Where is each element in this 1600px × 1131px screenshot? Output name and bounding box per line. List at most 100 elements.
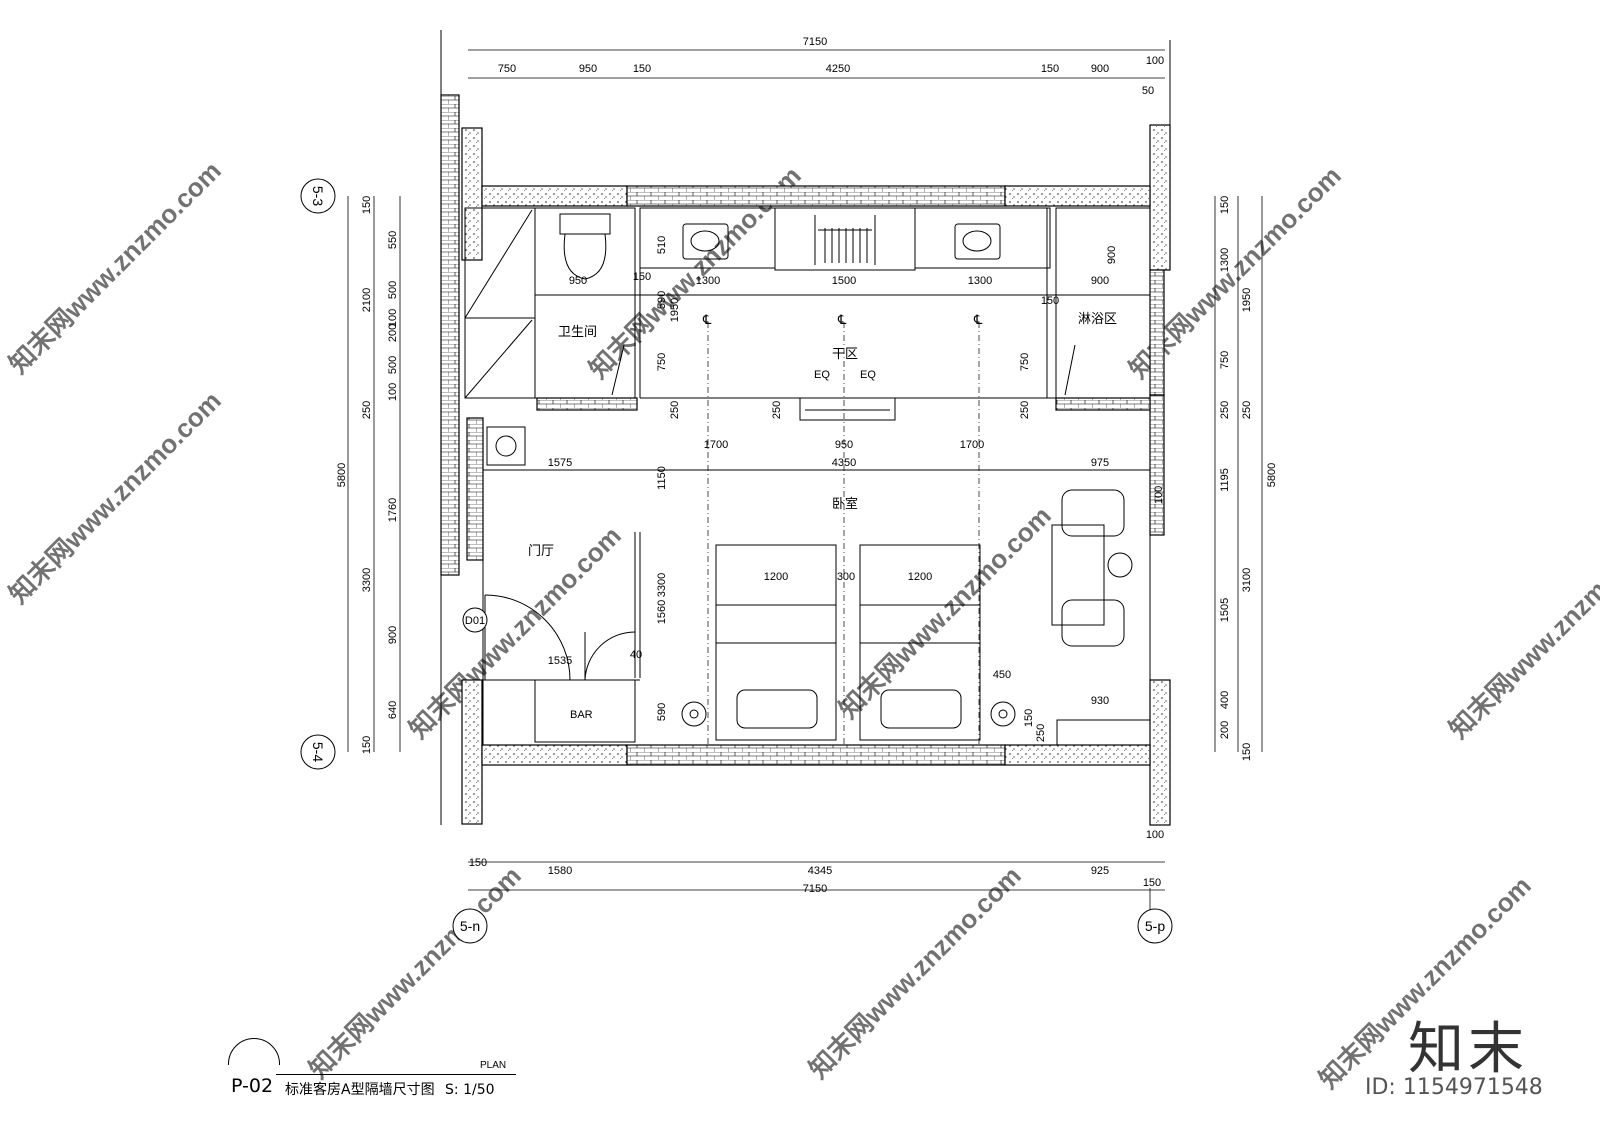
dim-inner: 590 — [656, 291, 668, 309]
dim-top: 4250 — [826, 63, 850, 75]
dim-inner: 1500 — [832, 275, 856, 287]
dim-inner: 250 — [1035, 724, 1047, 742]
dim-left-inner: 100 — [387, 383, 399, 401]
dim-inner: 510 — [656, 236, 668, 254]
dim-right-inner: 1300 — [1219, 248, 1231, 272]
dim-inner: 1700 — [704, 439, 728, 451]
dim-inner: 1300 — [968, 275, 992, 287]
dim-left-total: 5800 — [336, 463, 348, 487]
dim-inner: 1200 — [764, 571, 788, 583]
dimension-lines — [347, 49, 1263, 930]
dim-left: 150 — [361, 736, 373, 754]
tv-cabinet — [799, 397, 896, 421]
drawing-scale: S: 1/50 — [445, 1082, 495, 1098]
drawing-title: 标准客房A型隔墙尺寸图 S: 1/50 — [285, 1079, 495, 1099]
dim-bottom: 925 — [1091, 865, 1109, 877]
dim-inner: 1300 — [696, 275, 720, 287]
centerline-mark: ℄ — [702, 312, 712, 327]
grid-bubble-5-n: 5-n — [460, 918, 480, 934]
dim-right-inner: 1505 — [1219, 598, 1231, 622]
watermark-text: 知末网www.znzmo.com — [3, 155, 227, 379]
dim-inner: 1535 — [548, 655, 572, 667]
dim-left-inner: 500 — [387, 281, 399, 299]
title-block-plan: PLAN — [480, 1060, 507, 1071]
room-label-bar: BAR — [570, 709, 593, 721]
dim-inner: 750 — [1019, 353, 1031, 371]
room-label-foyer: 门厅 — [528, 543, 554, 558]
structure-walls — [440, 30, 1171, 826]
dim-inner: 3300 — [656, 573, 668, 597]
title-block: PLAN P-02 标准客房A型隔墙尺寸图 S: 1/50 — [228, 1038, 528, 1099]
dim-inner: 450 — [993, 669, 1011, 681]
grid-bubble-5-4: 5-4 — [310, 742, 326, 762]
dim-right-inner: 150 — [1219, 196, 1231, 214]
watermark-text: 知末网www.znzmo.com — [803, 860, 1027, 1084]
watermark-text: 知末网www.znzmo.com — [1443, 520, 1600, 744]
dim-bottom: 4345 — [808, 865, 832, 877]
toilet-icon — [559, 213, 611, 280]
dim-top-total: 7150 — [803, 36, 827, 48]
dim-inner: 1150 — [656, 466, 668, 490]
sink-left-icon — [682, 223, 729, 260]
dim-left: 150 — [361, 196, 373, 214]
dim-inner: 975 — [1091, 457, 1109, 469]
dim-left-inner: 100 — [387, 309, 399, 327]
watermark-layer: 知末网www.znzmo.com 知末网www.znzmo.com 知末网www… — [3, 155, 1600, 1094]
dim-right-inner: 200 — [1219, 721, 1231, 739]
title-block-rule — [276, 1074, 516, 1075]
centerline-mark: ℄ — [837, 312, 847, 327]
dim-top: 150 — [1041, 63, 1059, 75]
dim-inner: 150 — [1023, 709, 1035, 727]
dim-right-inner: 1195 — [1219, 468, 1231, 492]
dim-inner: 300 — [837, 571, 855, 583]
room-labels: 卫生间 干区 淋浴区 卧室 门厅 BAR ℄ ℄ ℄ — [528, 311, 1117, 721]
dim-right-inner: 250 — [1219, 401, 1231, 419]
watermark-brand: 知末 — [1408, 1017, 1528, 1082]
dim-right: 250 — [1241, 401, 1253, 419]
dim-bottom: 150 — [1143, 877, 1161, 889]
dim-right: 1950 — [1241, 288, 1253, 312]
dim-inner: 1700 — [960, 439, 984, 451]
dim-inner: EQ — [814, 369, 830, 381]
room-label-dry-zone: 干区 — [832, 346, 858, 361]
dim-inner: 4350 — [832, 457, 856, 469]
desk — [1051, 524, 1105, 626]
watermark-text: 知末网www.znzmo.com — [303, 860, 527, 1084]
grid-bubble-5-3: 5-3 — [310, 186, 326, 206]
grid-bubble-5-p: 5-p — [1145, 918, 1165, 934]
grid-bubbles: 5-3 5-4 5-n 5-p D01 — [300, 178, 1173, 944]
dim-top: 100 — [1146, 55, 1164, 67]
dim-top: 150 — [633, 63, 651, 75]
dim-inner: 100 — [1153, 486, 1165, 504]
dim-bottom: 100 — [1146, 829, 1164, 841]
dim-inner: 900 — [1106, 246, 1118, 264]
dim-top: 750 — [498, 63, 516, 75]
watermark-id: ID: 1154971548 — [1365, 1075, 1543, 1100]
sink-right-icon — [954, 223, 1001, 260]
dim-inner: 40 — [630, 649, 642, 661]
dim-inner: 250 — [669, 401, 681, 419]
dim-left-inner: 550 — [387, 231, 399, 249]
dim-left: 250 — [361, 401, 373, 419]
dim-left: 2100 — [361, 288, 373, 312]
room-label-bathroom: 卫生间 — [558, 324, 597, 339]
dim-top: 950 — [579, 63, 597, 75]
dim-left: 3300 — [361, 568, 373, 592]
room-label-shower: 淋浴区 — [1078, 311, 1117, 326]
dim-inner: 900 — [1091, 275, 1109, 287]
dim-bottom: 150 — [469, 857, 487, 869]
dim-inner: 930 — [1091, 695, 1109, 707]
dim-inner: EQ — [860, 369, 876, 381]
dim-inner: 590 — [656, 703, 668, 721]
dim-right-total: 5800 — [1266, 463, 1278, 487]
dim-left-inner: 1760 — [387, 498, 399, 522]
drawing-code: P-02 — [231, 1075, 274, 1097]
room-label-bedroom: 卧室 — [832, 496, 858, 511]
dim-right-inner: 400 — [1219, 691, 1231, 709]
centerline-mark: ℄ — [973, 312, 983, 327]
dim-inner: 1950 — [669, 298, 681, 322]
dim-inner: 750 — [656, 353, 668, 371]
interior-partitions — [464, 207, 1151, 746]
watermark-text: 知末网www.znzmo.com — [3, 385, 227, 609]
dim-inner: 1560 — [656, 600, 668, 624]
